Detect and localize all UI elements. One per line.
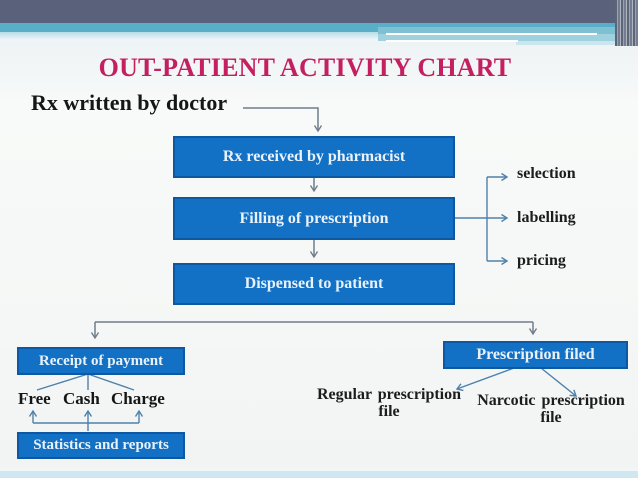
header-deco-band-2 — [378, 34, 638, 41]
flow-box-dispensed: Dispensed to patient — [173, 263, 455, 305]
header-edge-stripes — [615, 0, 638, 46]
step-label-selection: selection — [517, 165, 576, 182]
arrow-filed-to-regular — [455, 367, 515, 392]
flow-box-filling: Filling of prescription — [173, 197, 455, 240]
file-label-narcotic-line2: file — [540, 409, 562, 427]
arrow-doctor-to-received — [243, 107, 323, 133]
file-label-regular: Regular prescription file — [313, 386, 465, 421]
footer-strip — [0, 471, 638, 478]
header-deco-band-3 — [516, 41, 638, 45]
header-bar-teal — [0, 23, 638, 32]
payment-mode-free: Free — [18, 389, 51, 408]
file-label-regular-line2: file — [378, 403, 400, 421]
filling-branch-spine — [455, 177, 488, 261]
header-deco-line-2 — [386, 40, 518, 43]
receipt-fan-lines — [36, 373, 135, 391]
file-label-narcotic-line1: Narcotic prescription — [477, 392, 625, 409]
flow-box-statistics-reports: Statistics and reports — [17, 432, 185, 459]
header-deco-band-1 — [378, 27, 638, 34]
flow-start-label: Rx written by doctor — [31, 90, 228, 115]
step-label-pricing: pricing — [517, 252, 566, 269]
step-label-labelling: labelling — [517, 209, 576, 226]
header-bar-dark — [0, 0, 638, 23]
payment-mode-charge: Charge — [111, 389, 165, 408]
flow-box-receipt-of-payment: Receipt of payment — [17, 347, 185, 375]
file-label-narcotic: Narcotic prescription file — [473, 392, 629, 427]
header-bar-pale — [0, 32, 638, 39]
slide-title: OUT-PATIENT ACTIVITY CHART — [98, 53, 512, 82]
header-deco-line-1 — [386, 33, 597, 36]
payment-mode-cash: Cash — [63, 389, 100, 408]
file-label-regular-line1: Regular prescription — [316, 386, 462, 403]
flow-box-prescription-filed: Prescription filed — [443, 341, 628, 369]
flow-box-rx-received: Rx received by pharmacist — [173, 136, 455, 178]
modes-bracket — [33, 422, 139, 431]
